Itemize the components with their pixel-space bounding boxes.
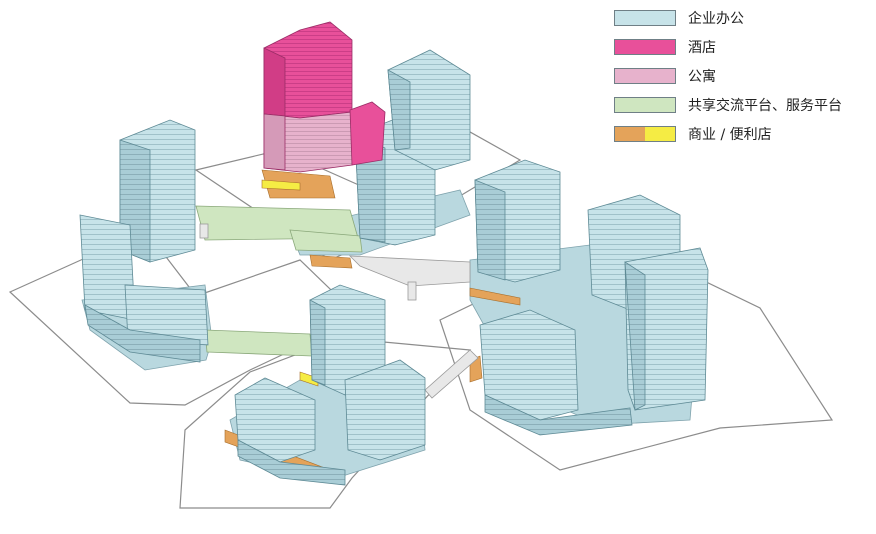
tower-s-1-side [309, 299, 326, 386]
swatch-fill [615, 11, 675, 25]
legend-swatch [614, 39, 676, 55]
retail-east [469, 287, 521, 306]
office-towers [79, 49, 709, 486]
legend-label: 共享交流平台、服务平台 [688, 98, 842, 114]
legend-swatch [614, 68, 676, 84]
skybridge-south [424, 349, 479, 399]
legend-swatch [614, 126, 676, 142]
skybridge-west-pier [199, 223, 209, 239]
tower-e-base [484, 394, 633, 436]
hotel-tower-top-side [263, 47, 286, 117]
legend-label: 企业办公 [688, 11, 744, 27]
legend-item-office: 企业办公 [614, 8, 864, 28]
legend-swatch [614, 10, 676, 26]
legend-item-platform: 共享交流平台、服务平台 [614, 95, 864, 115]
tower-w-3 [84, 304, 201, 363]
swatch-fill [615, 98, 675, 112]
apartment-floors-side [263, 113, 286, 171]
tower-s-base [237, 439, 346, 486]
legend-item-apartment: 公寓 [614, 66, 864, 86]
legend: 企业办公 酒店 公寓 共享交流平台、服务平台 商业 / 便利店 [614, 8, 864, 153]
retail-north-yellow [261, 179, 301, 191]
skybridge-east-pier [407, 281, 417, 301]
legend-item-hotel: 酒店 [614, 37, 864, 57]
tower-e-2 [624, 247, 709, 411]
legend-swatch [614, 97, 676, 113]
tower-s-2 [344, 359, 426, 461]
tower-ce-1-side [474, 179, 506, 281]
swatch-fill [615, 69, 675, 83]
legend-label: 公寓 [688, 69, 716, 85]
swatch-fill [615, 40, 675, 54]
tower-w-2 [124, 284, 209, 346]
legend-label: 酒店 [688, 40, 716, 56]
hotel-wing [349, 101, 386, 166]
swatch-fill-yellow [645, 127, 675, 141]
swatch-fill-orange [615, 127, 645, 141]
legend-item-retail: 商业 / 便利店 [614, 124, 864, 144]
skybridges [199, 223, 479, 399]
platform-west-bridge [204, 329, 313, 357]
legend-label: 商业 / 便利店 [688, 127, 772, 143]
skybridge-east [348, 255, 471, 287]
hotel-tower [263, 21, 386, 173]
tower-n-3-side [387, 69, 411, 151]
tower-e-2-side [624, 261, 646, 411]
platform-center [289, 229, 363, 253]
retail-center [309, 254, 353, 269]
